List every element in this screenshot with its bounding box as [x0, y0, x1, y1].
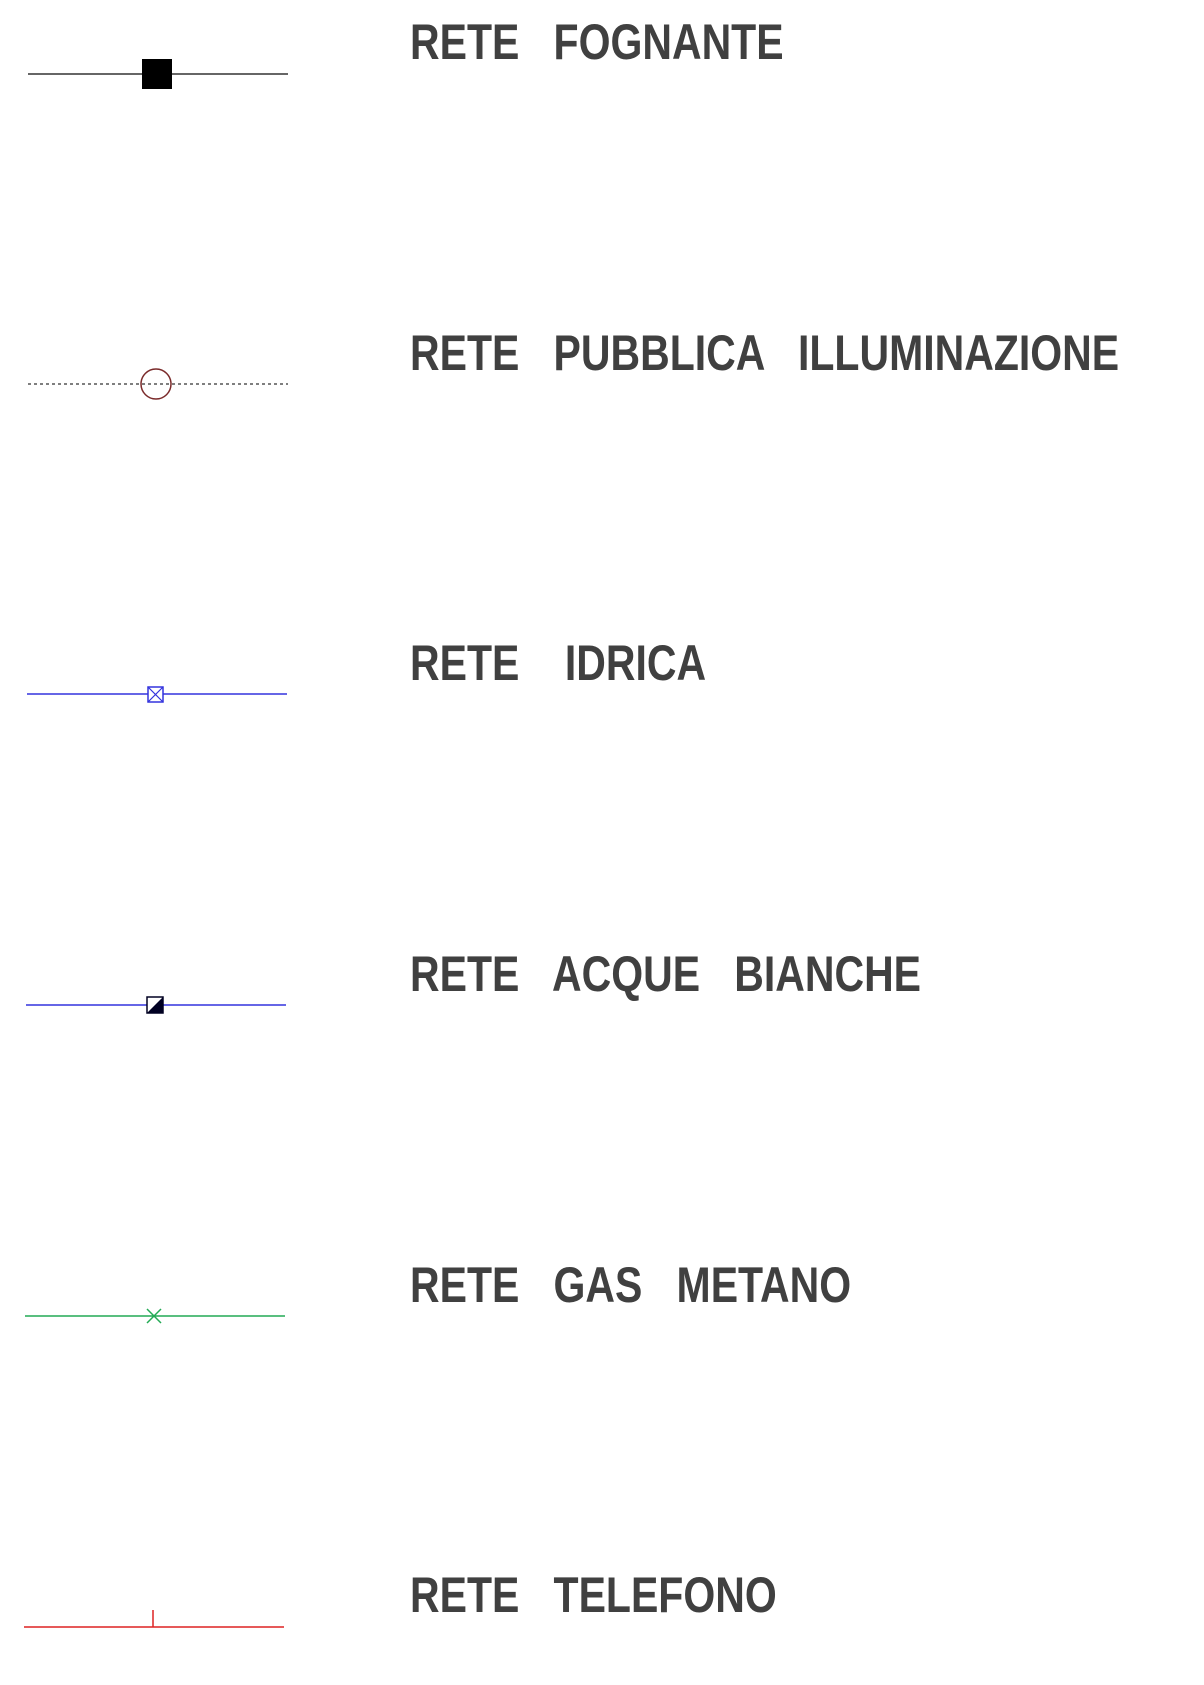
legend-label-idrica: RETE IDRICA [410, 635, 707, 691]
legend-entry-acque-bianche: RETE ACQUE BIANCHE [0, 944, 1204, 1064]
legend-label-telefono: RETE TELEFONO [410, 1567, 777, 1623]
water-valve-cross-b [147, 686, 164, 703]
lighting-line-symbol-icon [28, 368, 288, 400]
water-line-symbol-icon [27, 686, 287, 703]
sewer-manhole-square [142, 59, 172, 89]
legend-entry-telefono: RETE TELEFONO [0, 1565, 1204, 1685]
telephone-line-symbol-icon [24, 1610, 284, 1628]
legend-entry-fognante: RETE FOGNANTE [0, 12, 1204, 132]
legend-label-fognante: RETE FOGNANTE [410, 14, 784, 70]
legend-label-illuminazione: RETE PUBBLICA ILLUMINAZIONE [410, 325, 1120, 381]
sewer-line-symbol-icon [28, 59, 288, 89]
gas-cross-b [146, 1308, 162, 1324]
legend-label-acque-bianche: RETE ACQUE BIANCHE [410, 946, 922, 1002]
utility-networks-legend: RETE FOGNANTE RETE PUBBLICA ILLUMINAZION… [0, 12, 1204, 1628]
legend-entry-illuminazione: RETE PUBBLICA ILLUMINAZIONE [0, 323, 1204, 443]
stormwater-line-symbol-icon [26, 996, 286, 1014]
gas-line-symbol-icon [25, 1308, 285, 1324]
legend-entry-gas-metano: RETE GAS METANO [0, 1255, 1204, 1375]
stormwater-inlet-fill [147, 997, 163, 1013]
legend-entry-idrica: RETE IDRICA [0, 633, 1204, 753]
legend-label-gas-metano: RETE GAS METANO [410, 1257, 852, 1313]
lighting-circle-marker [140, 368, 172, 400]
